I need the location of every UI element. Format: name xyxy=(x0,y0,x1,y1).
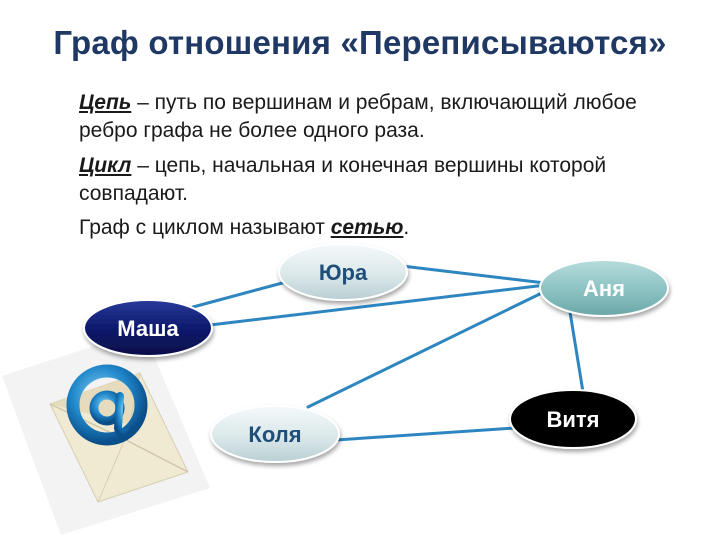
node-shape-vitya xyxy=(509,389,637,449)
node-kolya: Коля xyxy=(210,405,340,463)
cycle-text: – цепь, начальная и конечная вершины кот… xyxy=(79,154,607,205)
node-shape-masha xyxy=(83,299,213,357)
node-label-anya: Аня xyxy=(583,276,625,301)
node-yura: Юра xyxy=(278,243,408,301)
network-prefix: Граф с циклом называют xyxy=(79,216,331,239)
node-shape-anya xyxy=(539,259,669,317)
edge-kolya-vitya xyxy=(334,426,517,442)
chain-term: Цепь xyxy=(79,91,132,114)
edge-masha-anya xyxy=(208,283,548,327)
chain-definition: Цепь – путь по вершинам и ребрам, включа… xyxy=(79,89,699,145)
edge-yura-anya xyxy=(400,264,547,285)
cycle-term: Цикл xyxy=(79,154,132,177)
page-title: Граф отношения «Переписываются» xyxy=(53,24,667,61)
envelope-at-icon xyxy=(2,330,210,535)
graph-edges xyxy=(191,264,585,442)
node-label-yura: Юра xyxy=(319,260,368,285)
node-masha: Маша xyxy=(83,299,213,357)
node-anya: Аня xyxy=(539,259,669,317)
chain-text: – путь по вершинам и ребрам, включающий … xyxy=(79,91,637,142)
edge-anya-vitya xyxy=(568,310,585,394)
cycle-definition: Цикл – цепь, начальная и конечная вершин… xyxy=(79,152,699,208)
network-definition: Граф с циклом называют сетью. xyxy=(79,214,699,242)
network-suffix: . xyxy=(403,216,410,239)
edge-kolya-anya xyxy=(306,287,552,409)
node-vitya: Витя xyxy=(509,389,637,449)
edge-masha-yura xyxy=(191,280,288,309)
node-label-masha: Маша xyxy=(117,316,179,341)
node-label-vitya: Витя xyxy=(546,407,599,432)
node-label-kolya: Коля xyxy=(248,422,301,447)
network-term: сетью xyxy=(330,216,404,239)
node-shape-kolya xyxy=(210,405,340,463)
node-shape-yura xyxy=(278,243,408,301)
